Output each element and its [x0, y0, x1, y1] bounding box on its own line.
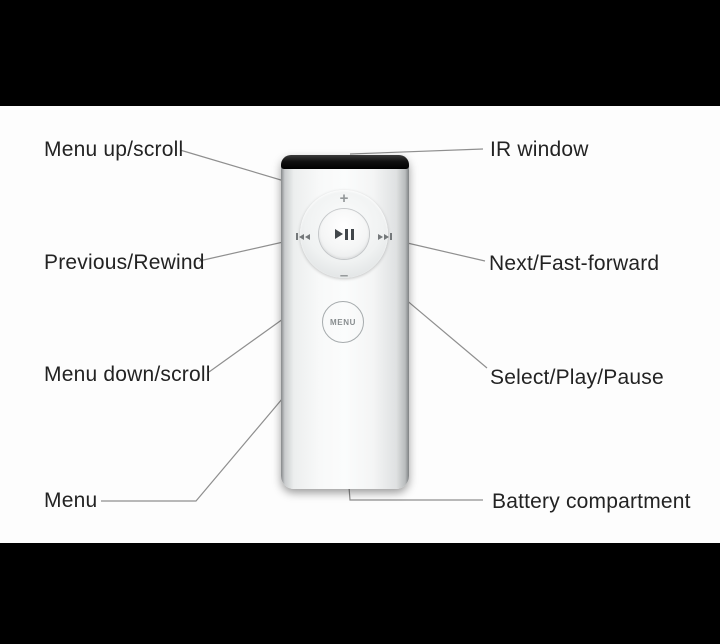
next-triangle-1 — [378, 233, 383, 240]
pause-bar-1 — [345, 228, 348, 240]
play-triangle — [334, 229, 343, 239]
volume-down-button[interactable]: – — [339, 267, 349, 284]
callout-previous-rewind: Previous/Rewind — [44, 251, 205, 274]
pause-bar-2 — [350, 228, 354, 240]
callout-ir-window: IR window — [490, 138, 589, 161]
callout-next-fast-forward: Next/Fast-forward — [489, 252, 660, 275]
next-track-icon[interactable] — [378, 233, 392, 240]
next-triangle-2 — [384, 233, 389, 240]
volume-up-button[interactable]: + — [339, 190, 349, 207]
prev-triangle-2 — [304, 233, 310, 240]
select-play-pause-button[interactable] — [319, 209, 369, 259]
play-pause-icon — [334, 228, 354, 240]
ir-window — [281, 155, 409, 169]
menu-button-label: MENU — [330, 317, 356, 327]
prev-track-icon[interactable] — [296, 233, 310, 240]
menu-button[interactable]: MENU — [322, 301, 364, 343]
callout-battery-compartment: Battery compartment — [492, 490, 691, 513]
callout-menu-down-scroll: Menu down/scroll — [44, 363, 211, 386]
prev-bar — [296, 233, 298, 240]
callout-menu-up-scroll: Menu up/scroll — [44, 138, 184, 161]
next-bar — [390, 233, 392, 240]
callout-menu: Menu — [44, 489, 98, 512]
callout-select-play-pause: Select/Play/Pause — [490, 366, 664, 389]
prev-triangle-1 — [298, 233, 304, 240]
